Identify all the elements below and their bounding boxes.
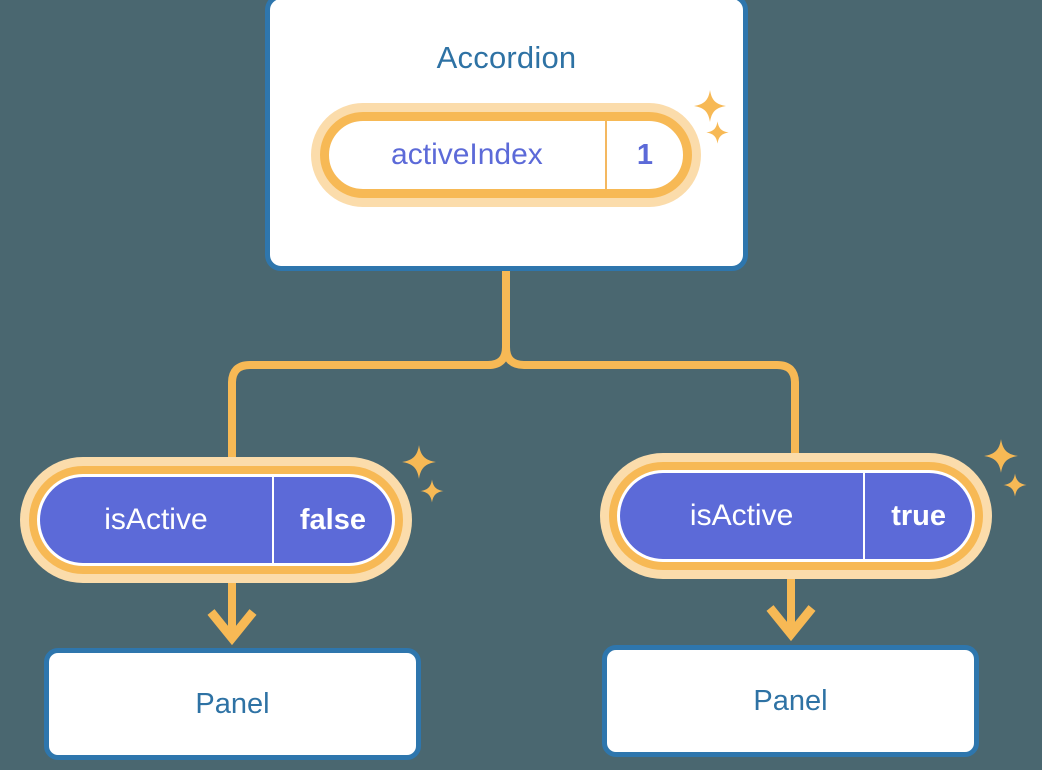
pill-light[interactable]: activeIndex 1 [320, 112, 692, 198]
state-badge-value: 1 [604, 121, 683, 189]
state-badge-key: activeIndex [391, 138, 543, 171]
panel-label: Panel [753, 684, 828, 717]
prop-badge-key: isActive [104, 503, 208, 536]
connector-bus [228, 343, 799, 467]
panel-box-left[interactable]: Panel [44, 648, 421, 760]
pill-solid[interactable]: isActive false [40, 477, 392, 563]
left-arrow-head [207, 609, 257, 646]
right-arrow-head [766, 605, 816, 642]
panel-box-right[interactable]: Panel [602, 645, 979, 757]
prop-badge-isactive-right[interactable]: isActive true [620, 473, 972, 559]
prop-badge-value: true [863, 473, 972, 559]
prop-badge-key: isActive [689, 499, 794, 532]
component-title: Accordion [436, 40, 577, 75]
prop-badge-value: false [271, 477, 392, 563]
prop-badge-isactive-left[interactable]: isActive false [40, 477, 392, 563]
pill-solid[interactable]: isActive true [620, 473, 972, 559]
panel-label: Panel [195, 687, 270, 720]
state-badge-activeindex[interactable]: activeIndex 1 [320, 112, 692, 198]
